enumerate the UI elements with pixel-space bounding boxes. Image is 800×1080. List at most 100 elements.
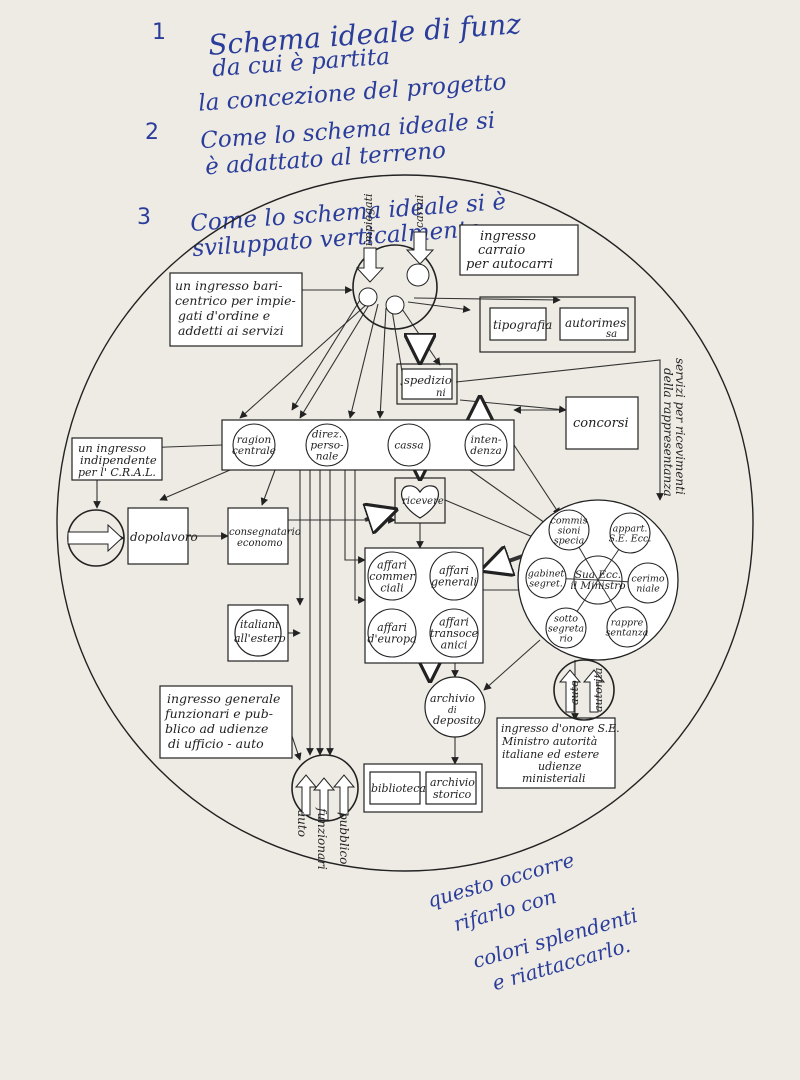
minister-satellite-label-line: appart. [613,523,648,534]
bar-circle-label-line: nale [316,451,339,463]
bottom-entry-node: auto funzionari pubblico [291,754,359,870]
minister-satellite [525,557,567,599]
bar-circle-label-line: direz. [312,429,342,441]
minister-satellite-label-line: sotto [554,613,578,624]
flow-arrow [407,301,471,313]
flow-arrow [354,470,366,604]
bar-circle-label-line: cassa [394,440,423,452]
affari-label-line: affari [377,558,407,571]
top-entry-label-1: impiegati [362,193,375,246]
minister-satellite-label-line: specia [554,535,585,546]
svg-text:di: di [448,706,457,716]
svg-text:per autocarri: per autocarri [466,257,553,272]
svg-text:autorimes: autorimes [565,316,626,330]
box-ingresso-generale: ingresso generale funzionari e pub- blic… [159,685,293,759]
bar-circle-label-line: centrale [232,445,276,457]
flow-arrow [291,299,361,411]
svg-text:archivio: archivio [430,776,475,789]
bar-circle [305,423,349,467]
minister-satellite-label-line: rappre [611,617,644,628]
right-entry-node: auto autorità [553,659,615,721]
left-entry-node [67,509,125,567]
affari-circle [429,551,479,601]
affari-label-line: ciali [380,581,403,594]
bar-circle-label-line: ragion [237,434,272,446]
box-ingresso-carraio: ingresso carraio per autocarri [459,224,579,276]
bar-circle-label-line: denza [470,445,502,457]
svg-text:ministeriali: ministeriali [522,772,586,785]
flow-arrow [347,303,379,419]
flow-lines [93,286,664,765]
svg-text:servizi per ricevimenti: servizi per ricevimenti [673,358,687,495]
svg-text:funzionari: funzionari [315,807,329,870]
minister-satellite-label-line: rio [559,633,573,644]
box-ingresso-baricentrico: un ingresso bari- centrico per impie- ga… [169,272,303,347]
svg-text:biblioteca: biblioteca [371,782,426,795]
minister-satellite-label-line: sentanza [606,627,649,638]
svg-text:deposito: deposito [433,714,481,727]
minister-cluster: Sua Ecc.il Ministrocommissionispeciaappa… [517,499,679,661]
flow-arrow [444,499,541,541]
svg-text:spedizio: spedizio [404,373,452,387]
flow-arrow [483,639,541,691]
svg-text:pubblico: pubblico [337,812,351,864]
svg-text:ingresso: ingresso [480,229,536,244]
flow-arrow [455,359,664,501]
svg-text:storico: storico [433,788,472,801]
svg-text:consegnatario: consegnatario [229,527,301,538]
affari-label-line: d'europa [367,633,416,646]
affari-circle [367,551,417,601]
minister-center-label-line: il Ministro [570,580,625,592]
minister-satellite-label-line: sioni [558,525,581,536]
box-ricevere: ricevere [394,477,446,524]
svg-text:centrico per impie-: centrico per impie- [175,293,296,308]
affari-circle [429,608,479,658]
note-number: 2 [145,120,159,145]
archivio-deposito-node: archivio di deposito [424,676,486,738]
flow-arrow [469,469,556,531]
flow-arrow [344,470,366,564]
svg-text:ingresso d'onore S.E.: ingresso d'onore S.E. [501,722,620,735]
tipografia-label: tipografia [493,318,552,332]
svg-text:gati d'ordine e: gati d'ordine e [178,308,270,323]
flow-arrow [513,444,561,516]
flow-arrow [159,469,231,501]
flow-band [365,510,395,520]
bar-circle-label-line: inten- [471,434,502,446]
flow-arrow [239,304,367,419]
bar-circle [387,423,431,467]
svg-text:ricevere: ricevere [402,496,444,507]
box-spedizioni: spedizio ni [396,363,458,405]
svg-text:un ingresso bari-: un ingresso bari- [175,278,282,293]
svg-text:ingresso generale: ingresso generale [167,691,280,706]
box-tipografia-group: tipografia autorimes sa [479,296,636,353]
top-entry-label-2: carrai [413,195,426,228]
minister-satellite [606,606,648,648]
bar-circle [464,423,508,467]
box-consegnatario: consegnatario economo [227,507,301,565]
minister-satellite [627,562,669,604]
svg-text:blico ad udienze: blico ad udienze [165,721,268,736]
affari-label-line: generali [431,576,477,589]
affari-label-line: anici [441,638,468,651]
minister-satellite-label-line: commis [551,515,588,526]
svg-text:italiane ed estere: italiane ed estere [502,748,600,761]
flow-arrow [376,307,387,419]
flow-arrow [260,469,276,506]
affari-label-line: affari [439,564,469,577]
svg-text:funzionari e pub-: funzionari e pub- [164,706,273,721]
outer-circle [56,174,754,872]
minister-satellite-label-line: segreta [548,623,585,634]
flow-arrow [459,399,567,414]
box-biblioteca-group: biblioteca archivio storico [363,763,483,813]
bar-circle-label-line: perso- [310,440,344,452]
box-ingresso-onore: ingresso d'onore S.E. Ministro autorità … [496,717,620,789]
svg-text:auto: auto [568,680,581,705]
affari-label-line: transoce [430,627,479,640]
bar-circle [232,423,276,467]
svg-text:economo: economo [237,538,283,549]
svg-text:per l' C.R.A.L.: per l' C.R.A.L. [78,466,156,479]
top-entry-node: impiegati carrai [352,193,438,330]
